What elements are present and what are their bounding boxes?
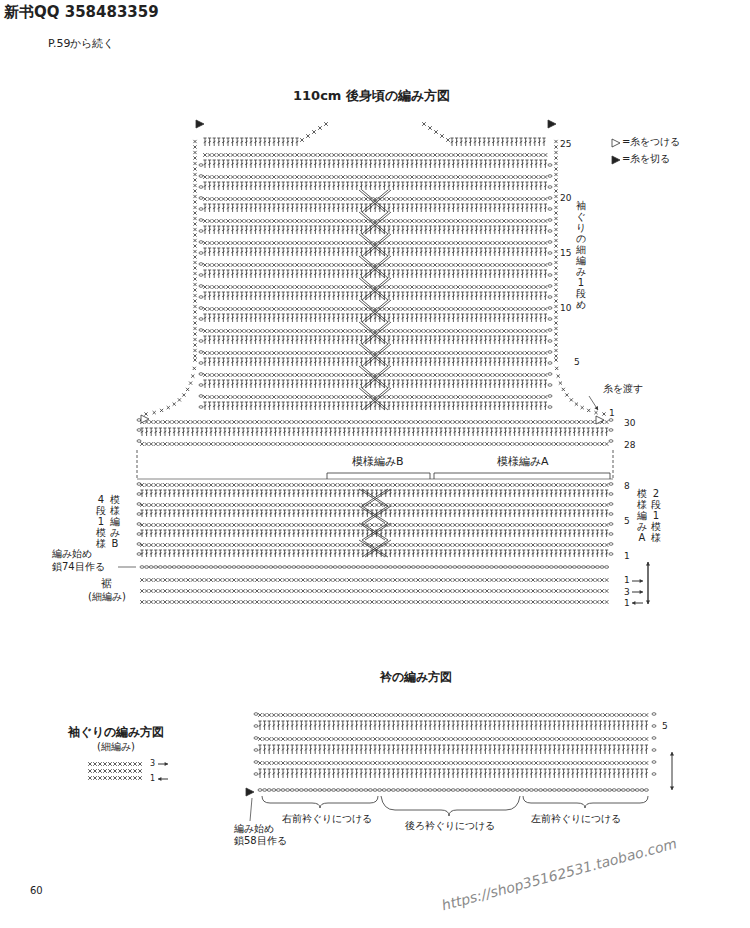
brace xyxy=(262,796,378,808)
row-number: 8 xyxy=(624,481,630,492)
arrow-head xyxy=(632,601,635,605)
arrow-head xyxy=(646,562,650,565)
pattern-note: 模様編みA xyxy=(637,488,647,543)
row-number: 20 xyxy=(560,193,571,204)
stitch-symbols xyxy=(88,122,648,780)
omission-line xyxy=(613,450,614,478)
row-number: 25 xyxy=(560,139,571,150)
pattern-note: 2段1模様 xyxy=(651,488,661,543)
arrow-head xyxy=(646,601,650,604)
arrow-head xyxy=(158,777,161,781)
arrow-head xyxy=(640,579,643,583)
note: 後ろ衿ぐりにつける xyxy=(405,820,495,832)
chart-title: 袖ぐりの編み方図 xyxy=(68,725,164,739)
header: 新书QQ 358483359 xyxy=(4,3,159,21)
chain-symbols xyxy=(137,164,656,792)
note: 糸を渡す xyxy=(603,383,643,395)
row-number: 5 xyxy=(624,516,630,527)
row-number: 15 xyxy=(560,248,571,259)
row-number: 3 xyxy=(624,587,630,598)
row-number: 1 xyxy=(150,774,155,784)
chart-title: 110cm 後身頃の編み方図 xyxy=(293,88,450,104)
row-number: 5 xyxy=(574,357,580,368)
legend-cut-mark xyxy=(612,156,620,164)
attach-mark xyxy=(141,415,149,423)
row-number: 1 xyxy=(624,598,630,609)
note: 編み始め xyxy=(52,548,92,560)
pattern-label: 模様編みB xyxy=(352,455,404,468)
note: 編み始め xyxy=(234,823,274,835)
arrow-head xyxy=(165,762,168,766)
brace xyxy=(523,796,648,808)
part-name: 裾 xyxy=(101,577,112,590)
pattern-bracket xyxy=(327,473,430,479)
pattern-note: 模様編みB xyxy=(110,494,120,549)
chart-title: 衿の編み方図 xyxy=(380,670,452,684)
row-number: 10 xyxy=(560,303,571,314)
omission-line xyxy=(137,479,613,480)
note: 鎖58目作る xyxy=(234,835,287,847)
row-number: 3 xyxy=(150,759,155,769)
cut-mark xyxy=(548,120,556,128)
pattern-note: 4段1模様 xyxy=(96,494,106,549)
legend-text: =糸をつける xyxy=(622,136,680,148)
arrow-head xyxy=(594,406,598,410)
part-name: (細編み) xyxy=(88,591,126,603)
arrow-head xyxy=(640,590,643,594)
note: 袖ぐりの細編み1段め xyxy=(576,200,586,310)
note: 鎖74目作る xyxy=(52,561,105,573)
brace xyxy=(381,796,520,816)
cut-mark xyxy=(246,788,254,796)
note: P.59から続く xyxy=(48,37,114,50)
page-number: 60 xyxy=(30,885,43,897)
watermark: https://shop35162531.taobao.com xyxy=(440,835,679,914)
pattern-bracket xyxy=(434,473,610,479)
note: 左前衿ぐりにつける xyxy=(531,813,621,825)
leader-line xyxy=(118,567,136,568)
legend-attach-mark xyxy=(612,139,620,147)
row-number: 1 xyxy=(624,575,630,586)
row-number: 28 xyxy=(624,440,635,451)
direction-arrow xyxy=(589,396,598,410)
row-number: 30 xyxy=(624,418,635,429)
note: 右前衿ぐりにつける xyxy=(282,813,372,825)
omission-line xyxy=(137,450,138,478)
row-number: 1 xyxy=(624,551,630,562)
row-number: 1 xyxy=(609,408,615,419)
note: (細編み) xyxy=(97,741,135,753)
direction-arrow xyxy=(647,562,648,604)
pattern-label: 模様編みA xyxy=(497,455,549,468)
arrow-head xyxy=(670,787,674,790)
cut-mark xyxy=(196,120,204,128)
leader-line xyxy=(250,798,252,821)
legend-text: =糸を切る xyxy=(622,153,670,165)
arrow-head xyxy=(670,752,674,755)
direction-arrow xyxy=(672,752,673,790)
attach-mark xyxy=(596,416,604,424)
row-number: 5 xyxy=(662,721,668,732)
